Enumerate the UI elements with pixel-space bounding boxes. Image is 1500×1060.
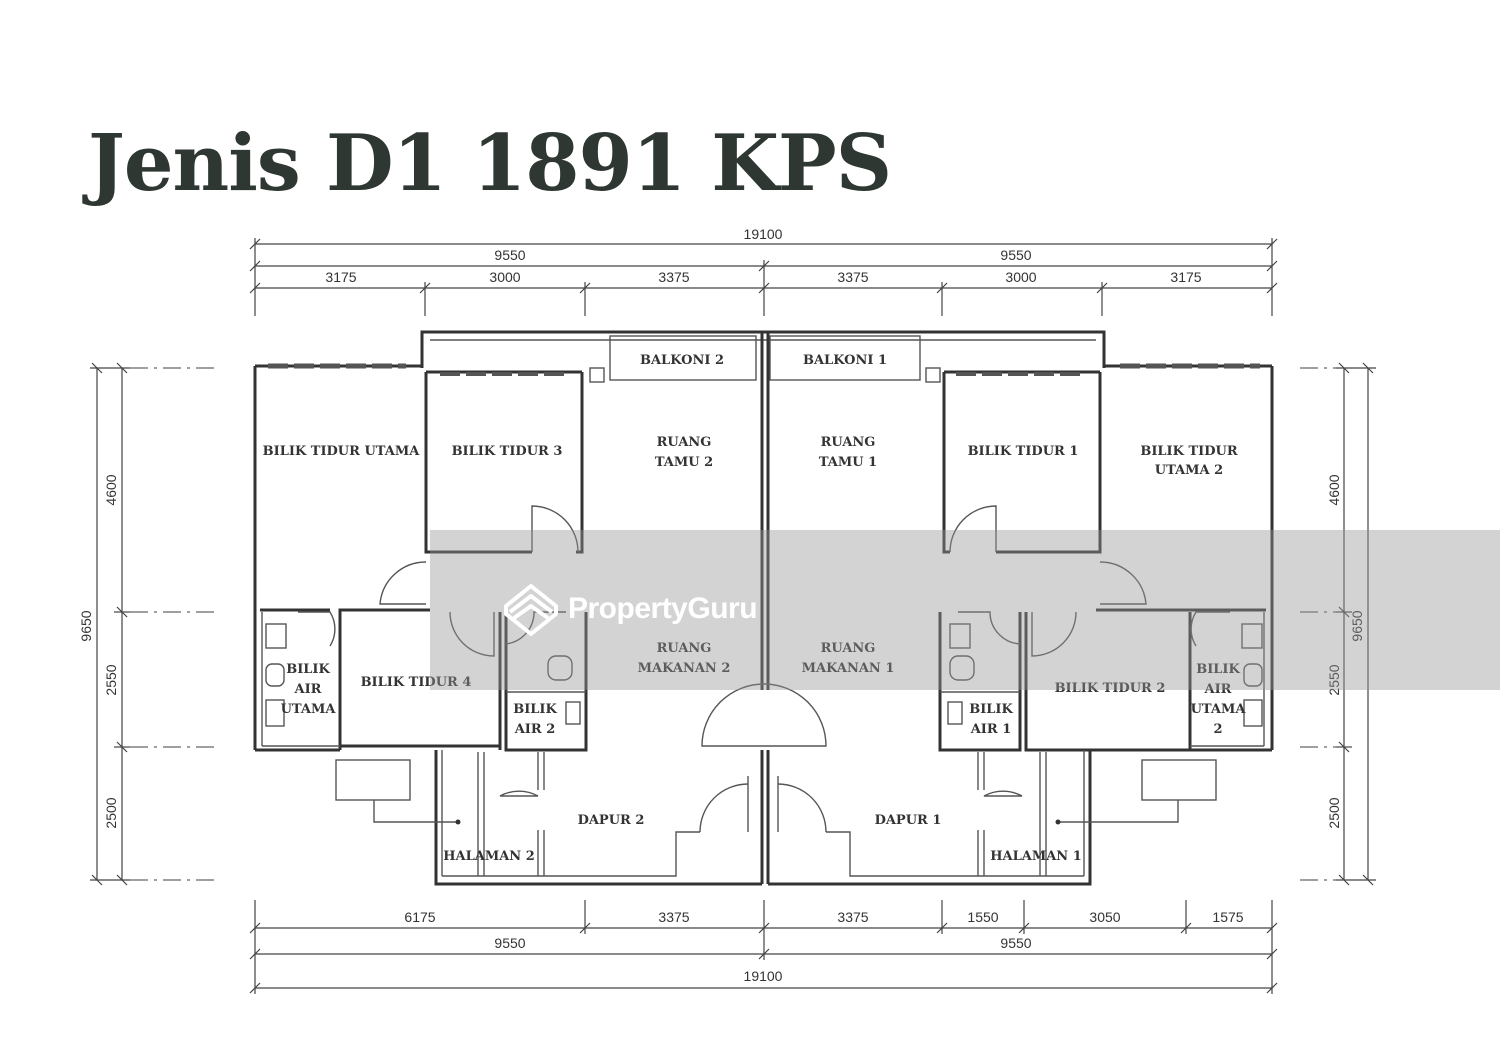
room-bilik-air-utama-2-line3: UTAMA	[1191, 702, 1247, 717]
dim-left-seg-3: 2500	[103, 797, 119, 828]
room-bilik-air-1-line1: BILIK	[969, 702, 1013, 717]
room-balkoni-1: BALKONI 1	[803, 353, 887, 368]
watermark-band	[430, 530, 1500, 690]
dim-bottom-seg-5: 3050	[1089, 909, 1120, 925]
room-dapur-2: DAPUR 2	[578, 813, 645, 828]
room-bilik-tidur-1: BILIK TIDUR 1	[968, 444, 1079, 459]
dim-right-seg-2: 2550	[1326, 664, 1342, 695]
dim-top-seg-5: 3000	[1005, 269, 1036, 285]
room-bilik-air-2-line2: AIR 2	[514, 722, 556, 737]
dim-right-seg-1: 4600	[1326, 474, 1342, 505]
room-ruang-makanan-2-line2: MAKANAN 2	[638, 661, 731, 676]
room-bilik-tidur-4: BILIK TIDUR 4	[361, 675, 472, 690]
dim-top-half-right: 9550	[1000, 247, 1031, 263]
room-halaman-1: HALAMAN 1	[990, 849, 1082, 864]
dim-bottom-seg-2: 3375	[658, 909, 689, 925]
room-bilik-air-utama-line2: AIR	[294, 682, 322, 697]
plan-title: Jenis D1 1891 KPS	[88, 118, 892, 209]
bathroom-fixtures	[265, 623, 1263, 825]
room-bilik-air-utama-2-line4: 2	[1213, 722, 1222, 737]
walls	[253, 330, 1274, 886]
dim-bottom-half-left: 9550	[494, 935, 525, 951]
dim-left-seg-2: 2550	[103, 664, 119, 695]
door-swings	[298, 367, 1230, 833]
watermark-brand-text: PropertyGuru	[568, 592, 758, 625]
dim-bottom-total: 19100	[744, 968, 783, 984]
dim-bottom-half-right: 9550	[1000, 935, 1031, 951]
dim-left-seg-1: 4600	[103, 474, 119, 505]
left-dimensions: 9650 4600 2550 2500	[78, 362, 218, 886]
dim-bottom-seg-4: 1550	[967, 909, 998, 925]
room-ruang-tamu-2-line1: RUANG	[657, 435, 712, 450]
dim-right-total: 9650	[1349, 610, 1365, 641]
dim-top-seg-6: 3175	[1170, 269, 1201, 285]
dim-bottom-seg-3: 3375	[837, 909, 868, 925]
room-bilik-tidur-3: BILIK TIDUR 3	[452, 444, 563, 459]
dim-top-seg-3: 3375	[658, 269, 689, 285]
room-bilik-air-utama-2-line1: BILIK	[1196, 662, 1240, 677]
dim-bottom-seg-6: 1575	[1212, 909, 1243, 925]
right-dimensions: 9650 4600 2550 2500	[1300, 362, 1376, 886]
room-ruang-tamu-1-line1: RUANG	[821, 435, 876, 450]
room-bilik-tidur-utama-2-line2: UTAMA 2	[1155, 463, 1223, 478]
dim-top-seg-1: 3175	[325, 269, 356, 285]
room-bilik-air-utama-line1: BILIK	[286, 662, 330, 677]
room-bilik-air-1-line2: AIR 1	[970, 722, 1012, 737]
room-halaman-2: HALAMAN 2	[443, 849, 535, 864]
dim-top-total: 19100	[744, 226, 783, 242]
dim-top-seg-4: 3375	[837, 269, 868, 285]
room-bilik-air-utama-line3: UTAMA	[281, 702, 337, 717]
room-dapur-1: DAPUR 1	[875, 813, 942, 828]
room-ruang-makanan-1-line1: RUANG	[821, 641, 876, 656]
room-bilik-air-2-line1: BILIK	[513, 702, 557, 717]
room-ruang-tamu-2-line2: TAMU 2	[655, 455, 713, 470]
top-dimensions: 19100 9550 9550 3175 3000 3375 3375 3000…	[249, 226, 1278, 316]
dim-bottom-seg-1: 6175	[404, 909, 435, 925]
dim-left-total: 9650	[78, 610, 94, 641]
room-ruang-makanan-2-line1: RUANG	[657, 641, 712, 656]
bottom-dimensions: 6175 3375 3375 1550 3050 1575 9550 9550 …	[249, 900, 1278, 994]
room-ruang-makanan-1-line2: MAKANAN 1	[802, 661, 895, 676]
dim-top-half-left: 9550	[494, 247, 525, 263]
dim-top-seg-2: 3000	[489, 269, 520, 285]
room-labels: BALKONI 2 BALKONI 1 BILIK TIDUR UTAMA BI…	[263, 353, 1247, 864]
dim-right-seg-3: 2500	[1326, 797, 1342, 828]
room-ruang-tamu-1-line2: TAMU 1	[819, 455, 877, 470]
room-bilik-tidur-2: BILIK TIDUR 2	[1055, 681, 1166, 696]
room-bilik-tidur-utama-2-line1: BILIK TIDUR	[1140, 444, 1237, 459]
room-balkoni-2: BALKONI 2	[640, 353, 724, 368]
room-bilik-tidur-utama: BILIK TIDUR UTAMA	[263, 444, 421, 459]
propertyguru-logo-icon	[504, 584, 558, 636]
room-bilik-air-utama-2-line2: AIR	[1204, 682, 1232, 697]
